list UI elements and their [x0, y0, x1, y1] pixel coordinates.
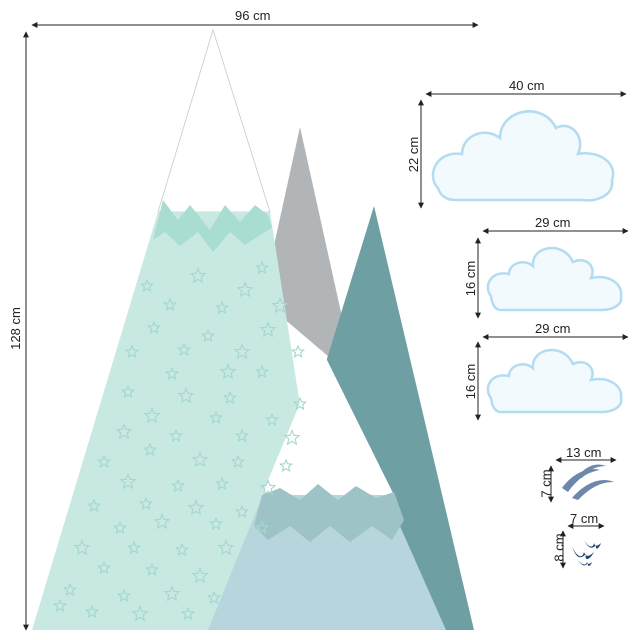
cloud-large-width-label: 40 cm	[509, 78, 545, 93]
star-icon	[120, 384, 136, 399]
birds-dark-width-label: 7 cm	[570, 511, 599, 526]
cloud-icon-small	[486, 348, 623, 414]
star-icon	[163, 585, 181, 602]
star-icon	[230, 454, 246, 469]
star-icon	[200, 328, 216, 343]
star-icon	[208, 516, 224, 531]
star-icon	[278, 458, 294, 473]
star-icon	[143, 407, 161, 424]
birds-icon-light	[562, 464, 614, 500]
star-icon	[52, 598, 68, 613]
front-snow-cap	[254, 484, 404, 542]
star-icon	[234, 504, 250, 519]
dimension-lines	[23, 22, 629, 631]
star-icon	[174, 542, 190, 557]
star-icon	[259, 321, 277, 338]
cloud-icon-medium	[486, 246, 623, 312]
birds-light-height-label: 7 cm	[538, 469, 554, 498]
star-icon	[214, 476, 230, 491]
star-icon	[176, 342, 192, 357]
mint-peak-outline	[157, 28, 271, 213]
star-icon	[206, 590, 222, 605]
star-pattern	[52, 260, 308, 622]
star-icon	[119, 473, 137, 490]
star-icon	[236, 281, 254, 298]
star-icon	[116, 588, 132, 603]
star-icon	[222, 390, 238, 405]
star-icon	[187, 499, 205, 516]
star-icon	[142, 442, 158, 457]
cloud-icon-large	[431, 110, 615, 202]
birds-dark-height-label: 8 cm	[551, 533, 567, 562]
star-icon	[191, 567, 209, 584]
mountain-width-label: 96 cm	[235, 8, 271, 23]
cloud-small-height-label: 16 cm	[463, 363, 479, 400]
star-icon	[164, 366, 180, 381]
star-icon	[191, 451, 209, 468]
star-icon	[271, 297, 289, 314]
star-icon	[146, 320, 162, 335]
star-icon	[283, 429, 301, 446]
cloud-medium-width-label: 29 cm	[535, 215, 571, 230]
mountains-icon	[32, 28, 474, 630]
birds-light-width-label: 13 cm	[566, 445, 602, 460]
star-icon	[219, 363, 237, 380]
mountain-height-label: 128 cm	[7, 307, 23, 350]
star-icon	[217, 539, 235, 556]
star-icon	[73, 539, 91, 556]
front-snow-top	[262, 350, 394, 495]
star-icon	[254, 364, 270, 379]
star-icon	[162, 297, 178, 312]
star-icon	[233, 343, 251, 360]
star-icon	[292, 396, 308, 411]
teal-mountain	[326, 206, 474, 630]
cloud-small-width-label: 29 cm	[535, 321, 571, 336]
star-icon	[180, 606, 196, 621]
mint-snow-cap	[153, 200, 272, 252]
star-icon	[96, 454, 112, 469]
star-icon	[131, 605, 149, 622]
star-icon	[115, 423, 133, 440]
star-icon	[170, 478, 186, 493]
star-icon	[86, 498, 102, 513]
star-icon	[153, 513, 171, 530]
star-icon	[234, 428, 250, 443]
star-icon	[254, 260, 270, 275]
star-icon	[124, 344, 140, 359]
star-icon	[208, 410, 224, 425]
star-icon	[144, 562, 160, 577]
star-icon	[139, 278, 155, 293]
star-icon	[177, 387, 195, 404]
star-icon	[168, 428, 184, 443]
star-icon	[214, 300, 230, 315]
star-icon	[254, 520, 270, 535]
birds-icon-dark	[572, 540, 601, 566]
star-icon	[96, 560, 112, 575]
star-icon	[264, 412, 280, 427]
star-icon	[259, 479, 277, 496]
star-icon	[290, 344, 306, 359]
cloud-medium-height-label: 16 cm	[463, 260, 479, 297]
star-icon	[138, 496, 154, 511]
star-icon	[189, 267, 207, 284]
star-icon	[126, 540, 142, 555]
cloud-large-height-label: 22 cm	[406, 136, 422, 173]
star-icon	[112, 520, 128, 535]
star-icon	[84, 604, 100, 619]
star-icon	[62, 582, 78, 597]
